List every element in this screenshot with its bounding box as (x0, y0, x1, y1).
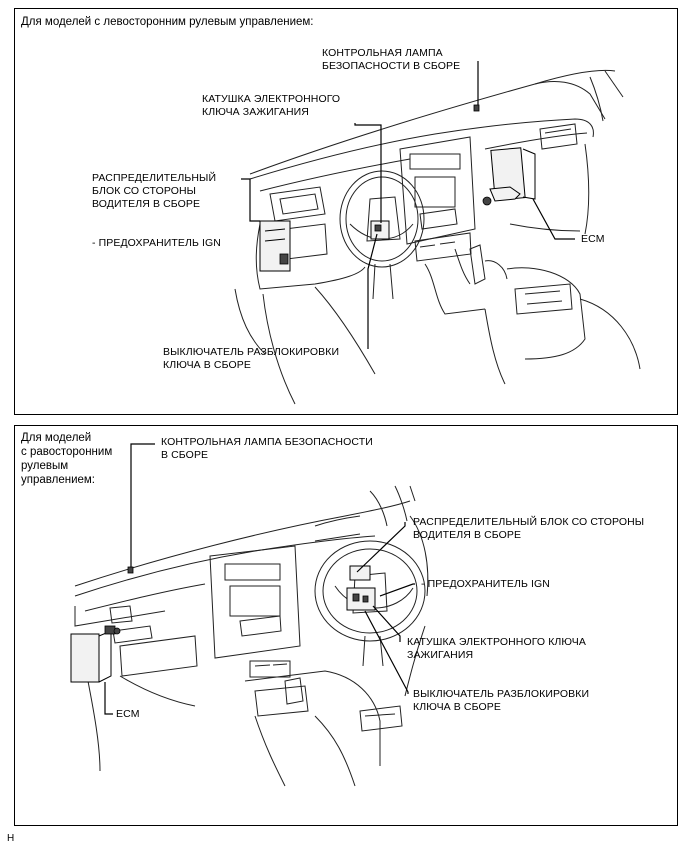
rhd-unlock-switch-label-line2: КЛЮЧА В СБОРЕ (413, 701, 501, 713)
rhd-unlock-switch (346, 587, 376, 611)
rhd-ecm-label: ECM (116, 708, 140, 720)
rhd-panel-title-line3: рулевым (21, 460, 69, 472)
lhd-unlock-switch (370, 220, 390, 240)
page-code: H (7, 833, 15, 844)
rhd-ignition-coil-label-line2: ЗАЖИГАНИЯ (407, 649, 474, 661)
rhd-diagram-panel: Для моделей с равосторонним рулевым упра… (14, 425, 678, 826)
lhd-junction-block-label-line3: ВОДИТЕЛЯ В СБОРЕ (92, 198, 201, 210)
rhd-junction-block-label-line1: РАСПРЕДЕЛИТЕЛЬНЫЙ БЛОК СО СТОРОНЫ (413, 516, 645, 528)
rhd-indicator-lamp (127, 566, 134, 574)
rhd-junction-block-label-line2: ВОДИТЕЛЯ В СБОРЕ (413, 529, 522, 541)
rhd-indicator-lamp-label-line2: В СБОРЕ (161, 449, 209, 461)
lhd-dashboard-illustration (234, 61, 641, 405)
lhd-ecm-label: ECM (581, 233, 605, 245)
lhd-dashboard-drawing (234, 69, 641, 405)
lhd-indicator-lamp-label-line2: БЕЗОПАСНОСТИ В СБОРЕ (322, 60, 461, 72)
rhd-indicator-lamp-label-line1: КОНТРОЛЬНАЯ ЛАМПА БЕЗОПАСНОСТИ (161, 436, 373, 448)
lhd-junction-block-label-line2: БЛОК СО СТОРОНЫ (92, 185, 197, 197)
rhd-dashboard-drawing (74, 485, 429, 787)
lhd-junction-block (259, 220, 291, 272)
lhd-unlock-switch-label-line1: ВЫКЛЮЧАТЕЛЬ РАЗБЛОКИРОВКИ (163, 346, 340, 358)
rhd-ign-fuse-label: - ПРЕДОХРАНИТЕЛЬ IGN (421, 578, 550, 590)
rhd-panel-title-line2: с равосторонним (21, 446, 113, 458)
rhd-dashboard-illustration (70, 443, 429, 787)
lhd-ignition-coil-label-line1: КАТУШКА ЭЛЕКТРОННОГО (202, 93, 341, 105)
lhd-indicator-lamp (473, 104, 480, 112)
rhd-panel-title-line1: Для моделей (21, 432, 92, 444)
lhd-ecm-unit (482, 147, 536, 206)
lhd-junction-block-label-line1: РАСПРЕДЕЛИТЕЛЬНЫЙ (92, 172, 217, 184)
rhd-panel-title-line4: управлением: (21, 474, 95, 486)
lhd-diagram-panel: Для моделей с левосторонним рулевым упра… (14, 8, 678, 415)
lhd-ign-fuse-label: - ПРЕДОХРАНИТЕЛЬ IGN (92, 237, 221, 249)
rhd-ignition-coil-label-line1: КАТУШКА ЭЛЕКТРОННОГО КЛЮЧА (407, 636, 586, 648)
lhd-indicator-lamp-label-line1: КОНТРОЛЬНАЯ ЛАМПА (322, 47, 443, 59)
lhd-unlock-switch-label-line2: КЛЮЧА В СБОРЕ (163, 359, 251, 371)
lhd-panel-title: Для моделей с левосторонним рулевым упра… (21, 16, 314, 28)
rhd-ecm-unit (70, 625, 121, 683)
lhd-ignition-coil-label-line2: КЛЮЧА ЗАЖИГАНИЯ (202, 106, 309, 118)
rhd-junction-block (349, 565, 371, 581)
rhd-unlock-switch-label-line1: ВЫКЛЮЧАТЕЛЬ РАЗБЛОКИРОВКИ (413, 688, 590, 700)
